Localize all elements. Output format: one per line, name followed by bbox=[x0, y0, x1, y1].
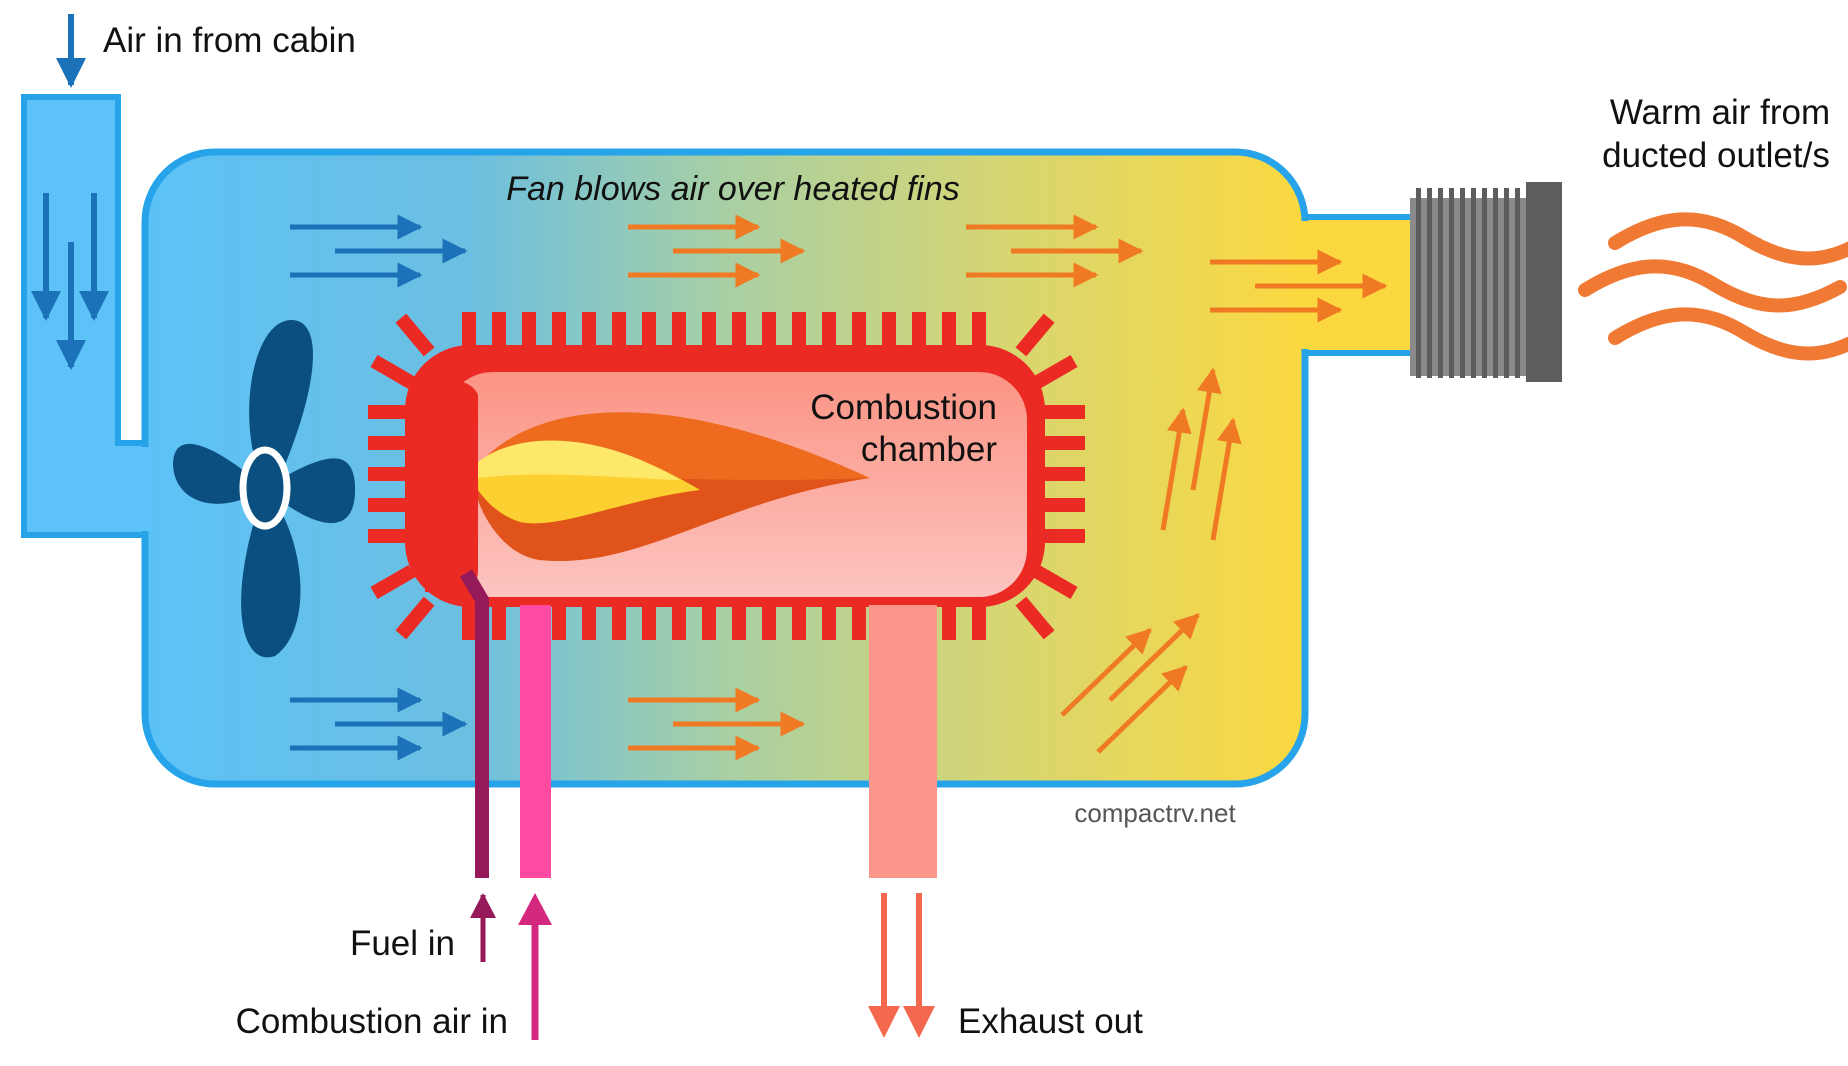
flow-arrow bbox=[1096, 665, 1188, 754]
heat-waves-icon bbox=[1578, 212, 1848, 361]
fin bbox=[492, 312, 506, 352]
connector-rib bbox=[1460, 188, 1465, 378]
fin bbox=[612, 312, 626, 352]
fin bbox=[732, 312, 746, 352]
fuel-in-label: Fuel in bbox=[350, 924, 455, 963]
fin bbox=[1032, 564, 1078, 600]
fin bbox=[370, 354, 416, 390]
fin bbox=[522, 312, 536, 352]
fin bbox=[1032, 354, 1078, 390]
chamber-label-line1: Combustion bbox=[810, 388, 997, 427]
fan-icon bbox=[173, 319, 356, 658]
fin bbox=[702, 600, 716, 640]
fin bbox=[552, 600, 566, 640]
flow-arrow bbox=[1190, 367, 1222, 491]
fin bbox=[852, 600, 866, 640]
fin bbox=[1040, 467, 1085, 481]
outlet-connector bbox=[1410, 182, 1562, 382]
fin bbox=[972, 312, 986, 352]
fin bbox=[368, 498, 413, 512]
fin bbox=[942, 312, 956, 352]
fuel-line bbox=[459, 569, 496, 962]
fin bbox=[642, 600, 656, 640]
fin bbox=[882, 312, 896, 352]
flow-arrow bbox=[1060, 628, 1152, 717]
fin bbox=[1040, 498, 1085, 512]
flow-arrow bbox=[1210, 417, 1242, 541]
fin bbox=[792, 312, 806, 352]
fin bbox=[1040, 529, 1085, 543]
fin bbox=[672, 600, 686, 640]
fin bbox=[762, 600, 776, 640]
fin bbox=[672, 312, 686, 352]
fin bbox=[492, 600, 506, 640]
fin bbox=[552, 312, 566, 352]
connector-rib bbox=[1471, 188, 1476, 378]
fin bbox=[912, 312, 926, 352]
connector-rib bbox=[1515, 188, 1520, 378]
combustion-air-in-label: Combustion air in bbox=[236, 1002, 508, 1041]
flow-arrow bbox=[1160, 407, 1192, 531]
fin bbox=[1015, 313, 1055, 357]
fin bbox=[822, 312, 836, 352]
fin bbox=[852, 312, 866, 352]
flow-arrow bbox=[1108, 613, 1200, 702]
fin bbox=[1040, 436, 1085, 450]
connector-rib bbox=[1482, 188, 1487, 378]
fin bbox=[368, 467, 413, 481]
fin bbox=[972, 600, 986, 640]
air-in-label: Air in from cabin bbox=[103, 21, 356, 60]
fin bbox=[370, 564, 416, 600]
fin bbox=[762, 312, 776, 352]
credit-text: compactrv.net bbox=[1074, 798, 1236, 828]
fin bbox=[582, 600, 596, 640]
fin bbox=[732, 600, 746, 640]
connector-rib bbox=[1504, 188, 1509, 378]
chamber-label-line2: chamber bbox=[861, 430, 998, 469]
exhaust-out-label: Exhaust out bbox=[958, 1002, 1143, 1041]
fin bbox=[642, 312, 656, 352]
connector-rib bbox=[1427, 188, 1432, 378]
inlet-air-arrows bbox=[31, 193, 109, 370]
connector-rib bbox=[1449, 188, 1454, 378]
connector-rib bbox=[1416, 188, 1421, 378]
fin bbox=[395, 313, 435, 357]
fin bbox=[462, 600, 476, 640]
combustion-air-pipe bbox=[518, 605, 552, 1040]
fin bbox=[1040, 405, 1085, 419]
fin bbox=[942, 600, 956, 640]
flame-icon bbox=[478, 412, 870, 561]
connector-rib bbox=[1493, 188, 1498, 378]
warm-air-label-line1: Warm air from bbox=[1610, 93, 1830, 132]
fin bbox=[612, 600, 626, 640]
fin bbox=[368, 436, 413, 450]
fin bbox=[1015, 596, 1055, 640]
fin bbox=[582, 312, 596, 352]
fin bbox=[462, 312, 476, 352]
fin bbox=[702, 312, 716, 352]
exhaust-pipe bbox=[868, 605, 937, 1038]
fin bbox=[368, 529, 413, 543]
fin bbox=[822, 600, 836, 640]
connector-rib bbox=[1438, 188, 1443, 378]
warm-air-label-line2: ducted outlet/s bbox=[1602, 136, 1830, 175]
fin bbox=[368, 405, 413, 419]
fan-caption: Fan blows air over heated fins bbox=[506, 170, 960, 208]
fin bbox=[395, 596, 435, 640]
airflow-arrows bbox=[290, 214, 1388, 761]
fin bbox=[792, 600, 806, 640]
